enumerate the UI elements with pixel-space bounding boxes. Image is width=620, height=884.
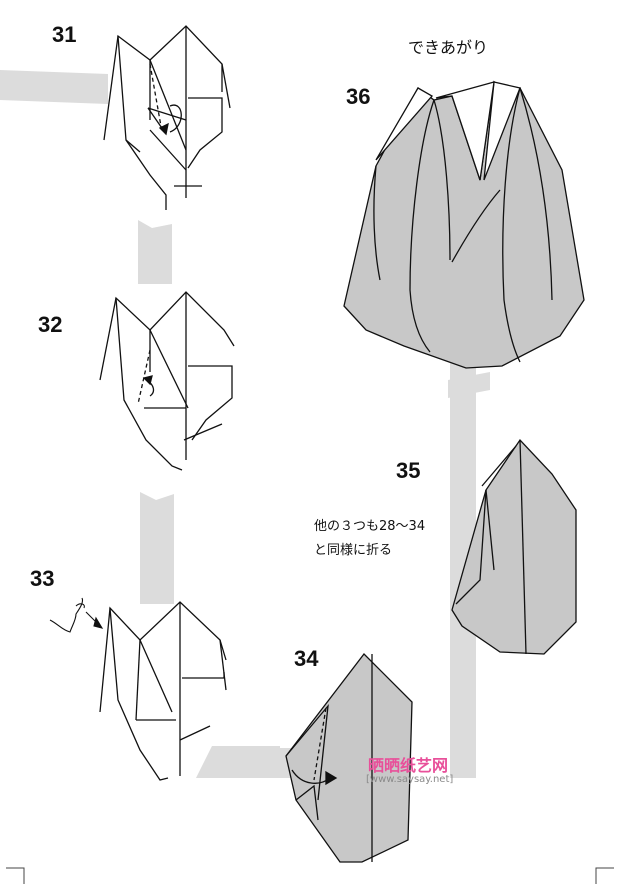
step-31-drawing xyxy=(103,25,231,210)
step-31-fold-marks xyxy=(149,63,182,136)
step-number-36: 36 xyxy=(346,84,371,109)
flow-path xyxy=(0,70,490,778)
step-33-drawing xyxy=(99,601,227,781)
step-35-drawing xyxy=(451,438,577,655)
step-number-32: 32 xyxy=(38,312,63,337)
step-36-drawing xyxy=(343,80,585,369)
fold-arrow-icon xyxy=(142,375,153,386)
fold-arrow-icon xyxy=(158,122,169,136)
step-number-34: 34 xyxy=(294,646,319,671)
watermark-url: [www.saysay.net] xyxy=(366,774,454,785)
repeat-note-line-1: 他の３つも28～34 xyxy=(314,519,426,534)
step-number-33: 33 xyxy=(30,566,55,591)
step-32-drawing xyxy=(99,291,235,471)
step-number-35: 35 xyxy=(396,458,421,483)
step-32-fold-marks xyxy=(137,349,155,405)
repeat-note-line-2: と同様に折る xyxy=(314,543,393,558)
step-number-31: 31 xyxy=(52,22,77,47)
eye-face-icon xyxy=(49,597,104,633)
crop-mark-icon xyxy=(6,867,614,884)
finished-label: できあがり xyxy=(408,38,489,57)
watermark-brand: 晒晒纸艺网 xyxy=(368,756,449,775)
step-34-drawing xyxy=(285,653,413,863)
